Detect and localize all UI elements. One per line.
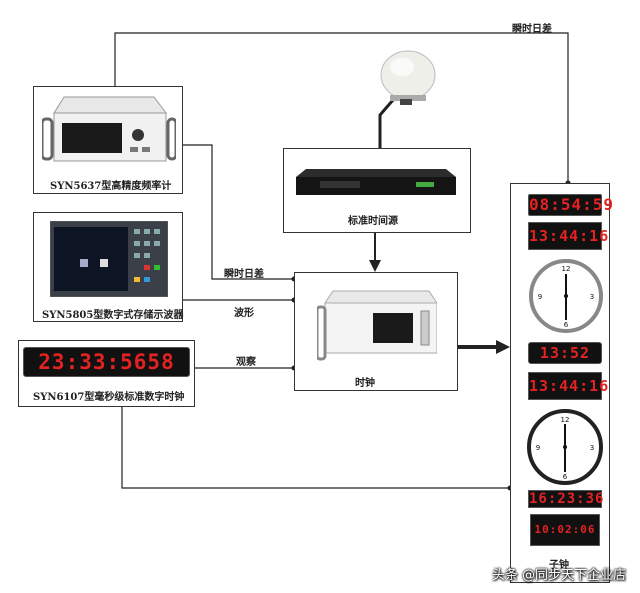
sub-clock-display-1: 08:54:59	[528, 194, 615, 216]
oscilloscope-image	[50, 221, 168, 297]
sub-clock-panel[interactable]: 08:54:59 13:44:16 12 3 6 9 13:52 13:44:16 1…	[510, 183, 615, 583]
sub-clock-display-6: 10:02:06	[530, 514, 600, 546]
svg-text:6: 6	[564, 321, 569, 329]
freq-meter-image	[42, 96, 176, 162]
svg-text:6: 6	[563, 473, 568, 481]
watermark-text: 头条 @同步天下企业店	[491, 568, 626, 583]
wire-freq	[183, 144, 295, 280]
gps-antenna-icon	[380, 50, 436, 105]
wire-bottom	[121, 407, 510, 489]
sub-clock-display-4: 13:44:16	[528, 372, 608, 400]
analog-clock-2-icon: 12 3 6 9	[527, 409, 603, 485]
mid-wire-label: 瞬时日差	[224, 269, 264, 280]
antenna-cable	[378, 99, 395, 150]
svg-text:9: 9	[536, 444, 540, 452]
observe-label: 观察	[236, 357, 256, 368]
clock-caption: 时钟	[355, 378, 375, 389]
svg-text:9: 9	[538, 293, 542, 301]
oscilloscope-caption: SYN5805型数字式存储示波器	[42, 310, 184, 321]
wire-top	[114, 32, 569, 183]
ms-clock-display: 23:33:5658	[23, 347, 190, 377]
oscilloscope-box[interactable]: SYN5805型数字式存储示波器	[33, 212, 183, 322]
time-source-box[interactable]: 标准时间源	[283, 148, 471, 233]
sub-clock-display-3: 13:52	[528, 342, 602, 364]
top-wire-label: 瞬时日差	[512, 24, 552, 35]
svg-text:3: 3	[590, 293, 594, 301]
time-source-caption: 标准时间源	[348, 216, 398, 227]
sub-clock-display-2: 13:44:16	[528, 222, 608, 250]
ms-clock-caption: SYN6107型毫秒级标准数字时钟	[33, 392, 185, 403]
clock-box[interactable]: 时钟	[294, 272, 458, 391]
svg-text:12: 12	[561, 416, 570, 424]
freq-meter-box[interactable]: SYN5637型高精度频率计	[33, 86, 183, 194]
svg-text:3: 3	[590, 444, 594, 452]
clock-image	[317, 290, 437, 361]
sub-clock-display-5: 16:23:36	[528, 490, 605, 508]
ms-clock-box[interactable]: 23:33:5658 SYN6107型毫秒级标准数字时钟	[18, 340, 195, 407]
svg-text:12: 12	[562, 265, 571, 273]
sub-clock-caption: 子钟	[549, 560, 569, 571]
waveform-label: 波形	[234, 308, 254, 319]
freq-meter-caption: SYN5637型高精度频率计	[50, 181, 172, 192]
time-source-image	[296, 169, 456, 195]
analog-clock-1-icon: 12 3 6 9	[529, 259, 603, 333]
